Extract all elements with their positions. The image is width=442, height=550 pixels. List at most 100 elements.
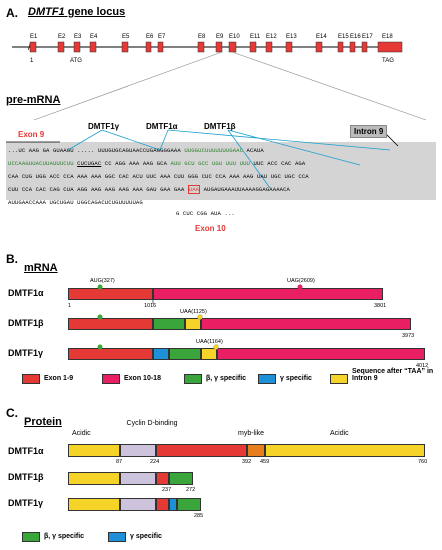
gene-locus-title: DMTF1 gene locus: [28, 6, 125, 18]
exon-label: E4: [90, 34, 98, 40]
pos-87: 87: [116, 459, 123, 465]
isoform-gamma-label: DMTF1γ: [88, 122, 120, 131]
protein-alpha-label: DMTF1α: [8, 446, 44, 456]
atg-label: ATG: [70, 58, 82, 64]
intron-region-box: [6, 142, 436, 200]
alpha-end: 3801: [374, 303, 387, 309]
legend-c-label: γ specific: [130, 533, 162, 540]
domain-cyclin: Cyclin D-binding: [126, 420, 178, 427]
exon-label: E7: [158, 34, 166, 40]
legend-b-swatch: [22, 374, 40, 384]
alpha-junction: 1016: [144, 303, 157, 309]
exon-label: E6: [146, 34, 154, 40]
legend-b-label: γ specific: [280, 375, 312, 382]
legend-b-swatch: [184, 374, 202, 384]
legend-c-swatch: [22, 532, 40, 542]
exon-box: [57, 41, 65, 53]
pos-459: 459: [260, 459, 270, 465]
gamma-g-specific: [169, 498, 177, 511]
gamma-cyclin: [120, 498, 156, 511]
beta-exon1-9: [68, 318, 153, 330]
exon-box: [361, 41, 368, 53]
legend-b-swatch: [102, 374, 120, 384]
exon-box: [121, 41, 129, 53]
exon-box: [157, 41, 164, 53]
exon10-label: Exon 10: [195, 224, 226, 233]
legend-b-swatch: [330, 374, 348, 384]
mrna-gamma-label: DMTF1γ: [8, 348, 44, 358]
exon-box: [349, 41, 356, 53]
exon9-label: Exon 9: [18, 130, 45, 139]
isoform-alpha-label: DMTF1α: [146, 122, 178, 131]
exon-box: [197, 41, 205, 53]
gamma-exon1-9: [68, 348, 153, 360]
aug-marker-beta: [97, 314, 103, 320]
mrna-alpha-label: DMTF1α: [8, 288, 44, 298]
exon-label: E1: [30, 34, 38, 40]
gene-locus-suffix: gene locus: [64, 6, 126, 18]
exon-label: E2: [58, 34, 66, 40]
pos-272: 272: [186, 487, 196, 493]
alpha-acidic2: [265, 444, 425, 457]
exon-label: E8: [198, 34, 206, 40]
seq-line-2: UCCAAGUUACUUAUUUCUU CUCUGAC CC AGG AAA A…: [8, 160, 306, 167]
domain-acidic-1: Acidic: [72, 430, 91, 437]
exon-box: [265, 41, 273, 53]
legend-b-label: Exon 10-18: [124, 375, 161, 382]
isoform-beta-label: DMTF1β: [204, 122, 236, 131]
locus-start: 1: [30, 58, 34, 64]
exon-label: E17: [362, 34, 373, 40]
legend-c-label: β, γ specific: [44, 533, 85, 540]
alpha-linker: [247, 444, 265, 457]
beta-myb: [156, 472, 169, 485]
gamma-intron-seq: [201, 348, 217, 360]
pos-760: 760: [418, 459, 428, 465]
exon-label: E11: [250, 34, 261, 40]
exon-label: E12: [266, 34, 277, 40]
gamma-acidic1: [68, 498, 120, 511]
pos-285: 285: [194, 513, 204, 519]
exon-box: [145, 41, 152, 53]
domain-acidic-2: Acidic: [330, 430, 349, 437]
premrna-title: pre-mRNA: [6, 94, 61, 106]
uaa-beta-label: UAA(1125): [180, 309, 207, 315]
uaa-marker-beta: [197, 314, 203, 320]
gamma-end: 4012: [416, 363, 429, 369]
beta-intron-seq: [185, 318, 201, 330]
pos-224: 224: [150, 459, 160, 465]
beta-cyclin: [120, 472, 156, 485]
domain-myb: myb-like: [238, 430, 265, 437]
mrna-beta-label: DMTF1β: [8, 318, 44, 328]
exon-box: [228, 41, 237, 53]
gamma-bg-specific: [177, 498, 201, 511]
exon-box: [285, 41, 293, 53]
exon-label: E15: [338, 34, 349, 40]
seq-line-5: AUUGAACCAAA UGCUGAU UGGCAGACUCUGUUUUUAG: [8, 199, 143, 206]
seq-line-1: ...UC AAG GA GUAAGU ..... UUUGUGCAGUAACC…: [8, 147, 264, 154]
exon-box: [215, 41, 223, 53]
aug-marker-gamma: [97, 344, 103, 350]
exon-box: [249, 41, 257, 53]
alpha-cyclin: [120, 444, 156, 457]
beta-acidic1: [68, 472, 120, 485]
alpha-myb: [156, 444, 247, 457]
aug-label: AUG(327): [90, 278, 115, 284]
beta-specific: [169, 472, 193, 485]
exon-box: [377, 41, 403, 53]
aug-marker: [97, 284, 103, 290]
exon-label: E9: [216, 34, 224, 40]
exon-box: [73, 41, 81, 53]
panel-a-label: A.: [6, 6, 18, 20]
legend-b-label: Sequence after “TAA” in Intron 9: [352, 368, 434, 382]
exon-box: [29, 41, 37, 53]
uag-label: UAG(2609): [287, 278, 315, 284]
legend-c-swatch: [108, 532, 126, 542]
protein-beta-label: DMTF1β: [8, 472, 44, 482]
legend-b-label: β, γ specific: [206, 375, 247, 382]
exon-label: E3: [74, 34, 82, 40]
exon-label: E5: [122, 34, 130, 40]
codon-markers: [97, 284, 303, 350]
beta-exon10-18: [201, 318, 411, 330]
tag-label: TAG: [382, 58, 394, 64]
alpha-acidic1: [68, 444, 120, 457]
